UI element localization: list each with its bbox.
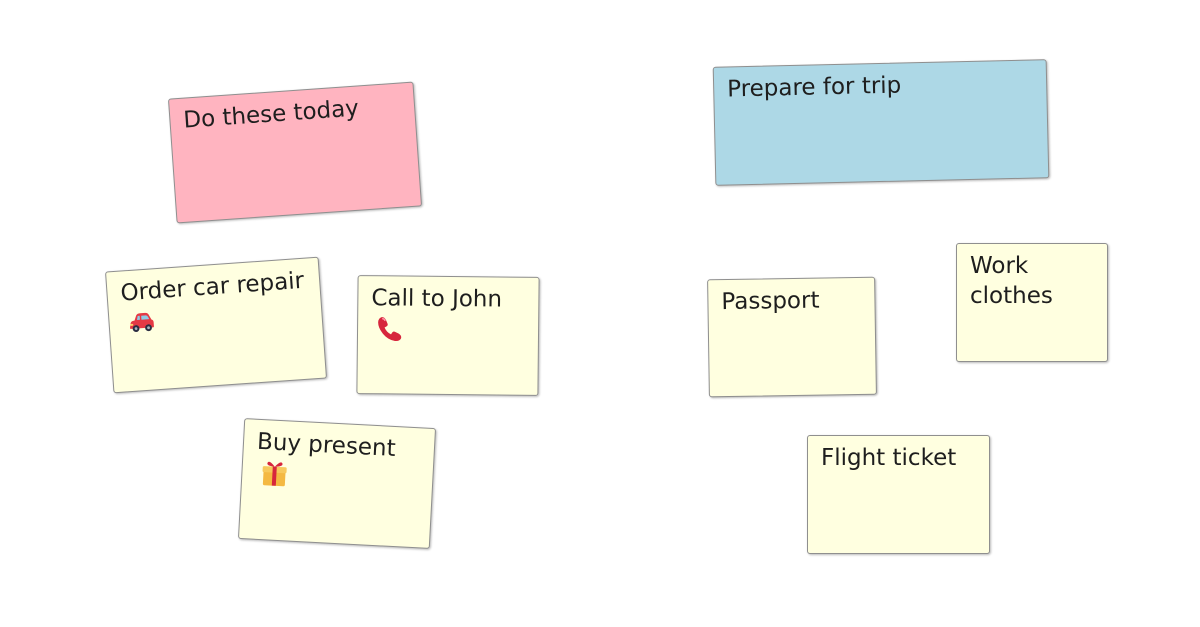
sticky-note-flight-ticket[interactable]: Flight ticket: [807, 435, 990, 554]
sticky-note-text: Do these today: [182, 95, 360, 134]
sticky-note-text: Flight ticket: [821, 445, 957, 471]
sticky-note-buy-present[interactable]: Buy present: [237, 418, 437, 549]
car-icon: [126, 306, 158, 338]
sticky-note-text: Order car repair: [119, 267, 305, 307]
sticky-note-prepare-for-trip[interactable]: Prepare for trip: [712, 59, 1050, 186]
sticky-note-text: Call to John: [371, 285, 503, 313]
sticky-note-passport[interactable]: Passport: [707, 276, 877, 398]
sticky-note-do-these-today[interactable]: Do these today: [167, 81, 423, 224]
telephone-icon: [375, 313, 405, 343]
sticky-note-text: Work clothes: [970, 253, 1053, 309]
sticky-note-text: Passport: [721, 287, 820, 316]
sticky-note-call-to-john[interactable]: Call to John: [356, 275, 540, 396]
sticky-note-order-car-repair[interactable]: Order car repair: [105, 256, 327, 394]
sticky-note-text: Prepare for trip: [726, 72, 902, 103]
gift-icon: [259, 457, 291, 489]
sticky-note-work-clothes[interactable]: Work clothes: [956, 243, 1108, 362]
